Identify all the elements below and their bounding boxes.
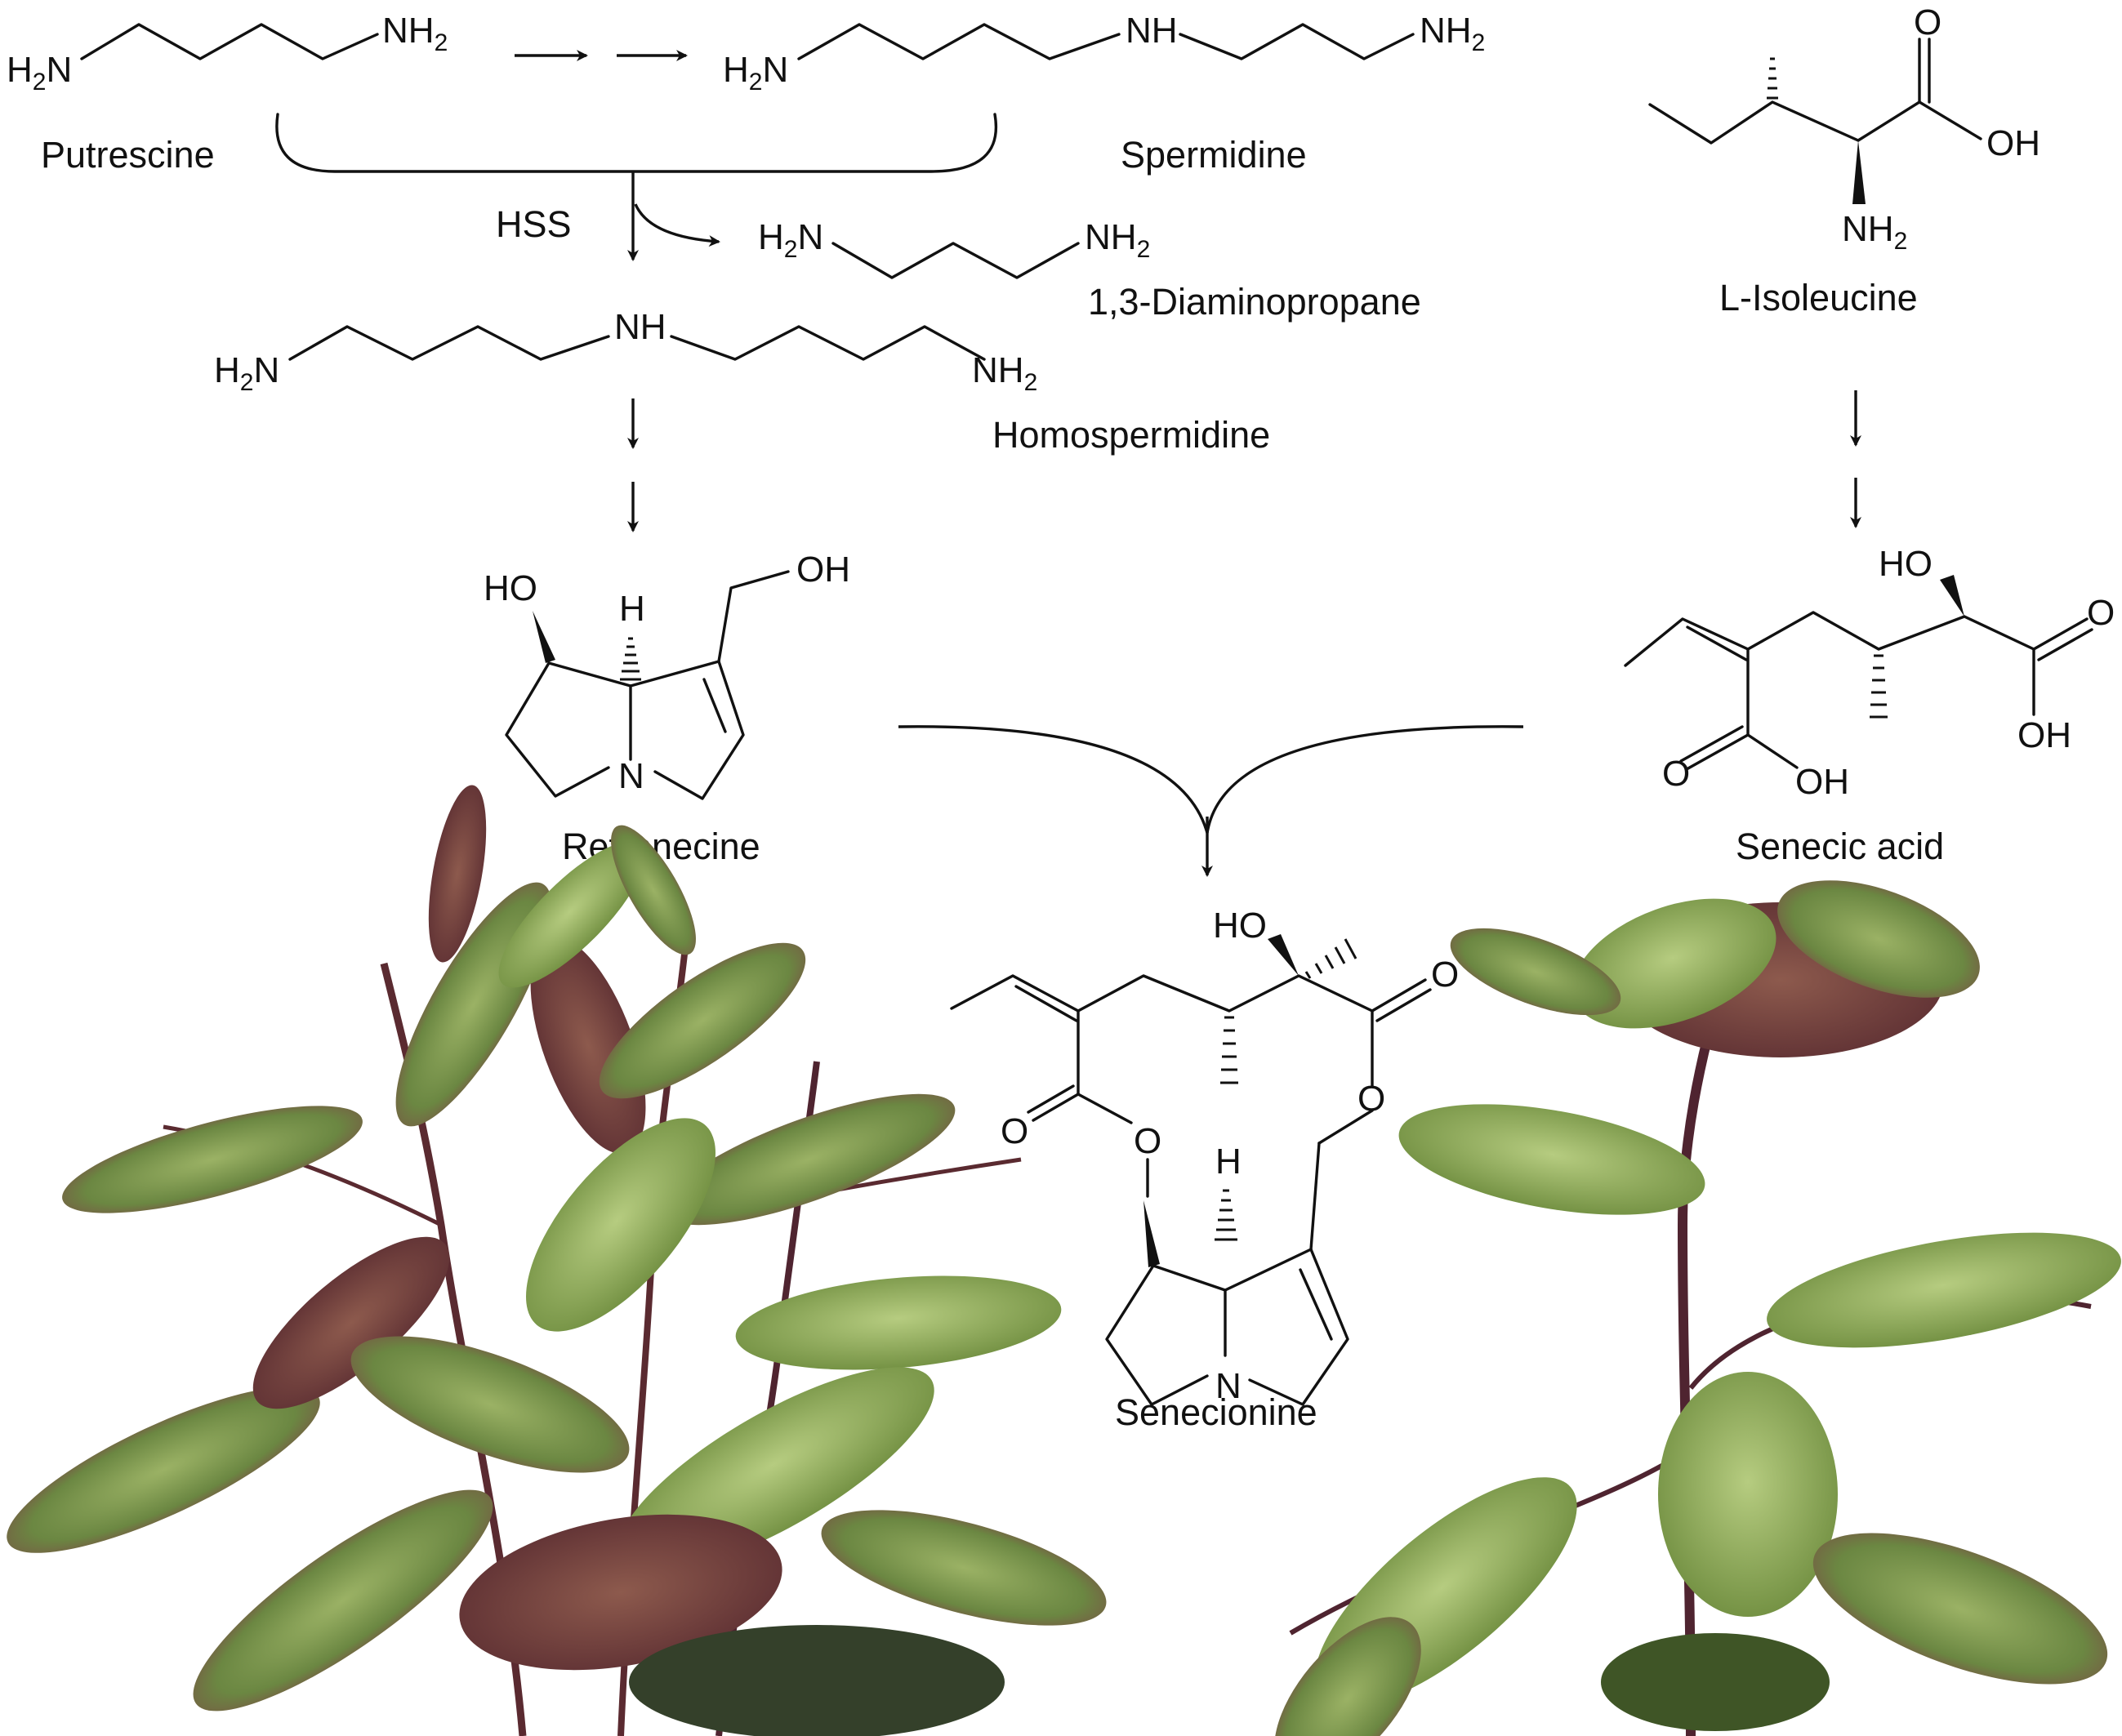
svg-text:NH: NH: [614, 307, 666, 347]
byproduct-arrow: [634, 203, 720, 247]
svg-text:H: H: [619, 589, 645, 629]
svg-text:N: N: [618, 756, 644, 796]
senecic-acid-label: Senecic acid: [1736, 826, 1944, 867]
svg-text:O: O: [1914, 2, 1941, 42]
svg-text:N: N: [1215, 1366, 1242, 1406]
senecionine-label: Senecionine: [1115, 1391, 1317, 1433]
svg-text:O: O: [1431, 955, 1459, 995]
bracket: [275, 113, 997, 173]
isoleucine-structure: O OH NH2: [1648, 2, 2040, 255]
enzyme-label: HSS: [496, 203, 572, 245]
diaminopropane-structure: H2N NH2: [758, 217, 1150, 279]
svg-text:H2N: H2N: [758, 217, 823, 263]
svg-text:HO: HO: [1879, 544, 1933, 584]
svg-text:HO: HO: [484, 568, 537, 608]
spermidine-structure: H2N NH NH2: [723, 11, 1485, 96]
senecic-acid-structure: HO O OH O OH: [1624, 544, 2115, 802]
converge-left: [898, 725, 1209, 834]
svg-text:NH2: NH2: [972, 350, 1037, 396]
svg-text:H2N: H2N: [723, 50, 788, 96]
svg-text:O: O: [1662, 754, 1690, 794]
svg-text:HO: HO: [1213, 906, 1267, 946]
svg-text:NH2: NH2: [382, 11, 448, 56]
svg-text:O: O: [2087, 593, 2115, 633]
retronecine-structure: HO H OH N: [484, 550, 850, 800]
svg-text:OH: OH: [796, 550, 850, 590]
svg-text:H: H: [1215, 1142, 1242, 1182]
svg-text:NH2: NH2: [1085, 217, 1150, 263]
svg-text:OH: OH: [2017, 715, 2071, 755]
right-plant-photo: [1274, 880, 2121, 1736]
svg-text:OH: OH: [1986, 123, 2040, 163]
svg-text:O: O: [1134, 1121, 1161, 1161]
putrescine-structure: H2N NH2: [7, 11, 448, 96]
homospermidine-structure: H2N NH NH2: [214, 307, 1037, 396]
putrescine-label: Putrescine: [41, 134, 215, 176]
svg-text:H2N: H2N: [214, 350, 279, 396]
svg-text:NH2: NH2: [1420, 11, 1485, 56]
isoleucine-label: L-Isoleucine: [1719, 277, 1918, 318]
diaminopropane-label: 1,3-Diaminopropane: [1088, 281, 1421, 323]
homospermidine-label: Homospermidine: [992, 414, 1270, 456]
svg-text:H2N: H2N: [7, 50, 72, 96]
svg-text:NH2: NH2: [1842, 209, 1907, 255]
svg-text:O: O: [1357, 1079, 1385, 1119]
left-plant-photo: [7, 785, 1107, 1736]
svg-text:NH: NH: [1126, 11, 1178, 51]
senecionine-structure: H N HO O O O O: [950, 906, 1459, 1406]
svg-text:O: O: [1001, 1111, 1028, 1151]
spermidine-label: Spermidine: [1121, 134, 1307, 176]
converge-right: [1206, 725, 1524, 834]
svg-text:OH: OH: [1795, 762, 1849, 802]
